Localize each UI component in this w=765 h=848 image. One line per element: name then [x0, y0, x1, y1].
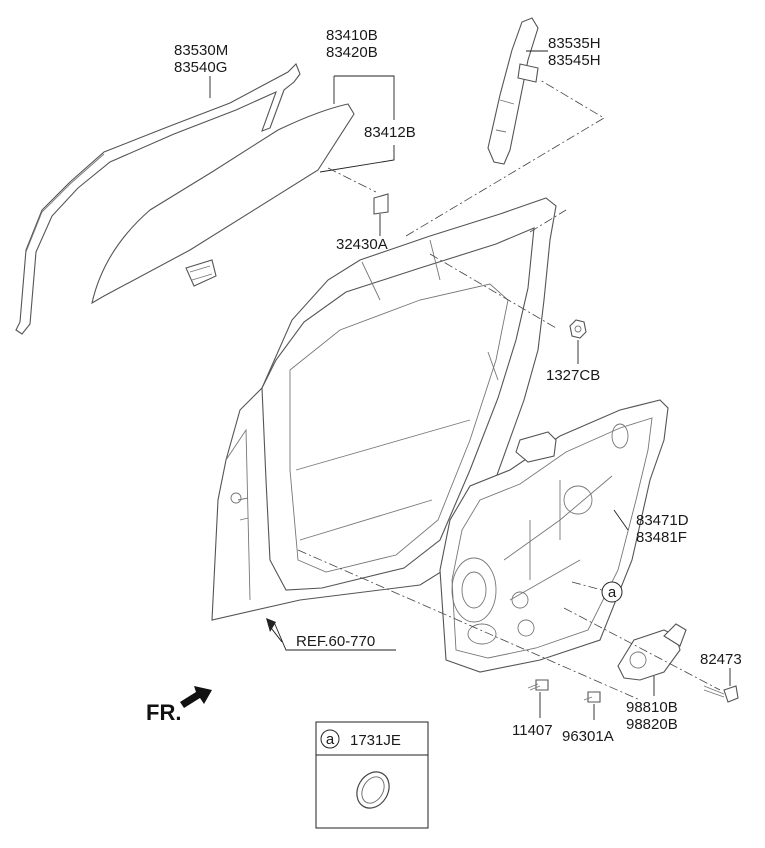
callout-a: a	[601, 581, 623, 603]
label-83545H: 83545H	[548, 52, 601, 69]
reference-lines	[297, 79, 721, 701]
front-indicator: FR.	[146, 686, 212, 725]
part-labels: 83530M 83540G 83410B 83420B 83412B 83535…	[174, 27, 742, 745]
door-glass	[91, 103, 355, 305]
label-1327CB: 1327CB	[546, 367, 600, 384]
callout-a-letter: a	[608, 584, 617, 601]
bolt-11407	[527, 679, 549, 691]
label-98810B: 98810B	[626, 699, 678, 716]
label-32430A: 32430A	[336, 236, 388, 253]
label-83471D: 83471D	[636, 512, 689, 529]
label-83535H: 83535H	[548, 35, 601, 52]
label-96301A: 96301A	[562, 728, 614, 745]
label-83540G: 83540G	[174, 59, 227, 76]
label-11407: 11407	[512, 722, 553, 739]
label-83530M: 83530M	[174, 42, 228, 59]
grommet-part	[356, 771, 390, 809]
module-panel	[439, 399, 669, 673]
clip-96301A	[583, 691, 601, 703]
glass-run-channel	[15, 63, 301, 335]
legend-letter: a	[326, 731, 335, 748]
label-98820B: 98820B	[626, 716, 678, 733]
legend-box: a 1731JE	[315, 721, 429, 829]
fr-label: FR.	[146, 700, 181, 725]
bolt-82473	[703, 685, 739, 703]
label-83410B: 83410B	[326, 27, 378, 44]
label-83420B: 83420B	[326, 44, 378, 61]
leader-lines	[209, 50, 731, 720]
legend-part-number: 1731JE	[350, 732, 401, 749]
label-83481F: 83481F	[636, 529, 687, 546]
label-83412B: 83412B	[364, 124, 416, 141]
window-motor	[617, 623, 687, 681]
fr-arrow-icon	[180, 686, 212, 708]
label-82473: 82473	[700, 651, 742, 668]
nut-part	[569, 319, 587, 339]
sash-channel	[487, 17, 539, 165]
pad-part	[373, 193, 389, 215]
label-ref: REF.60-770	[296, 633, 375, 650]
